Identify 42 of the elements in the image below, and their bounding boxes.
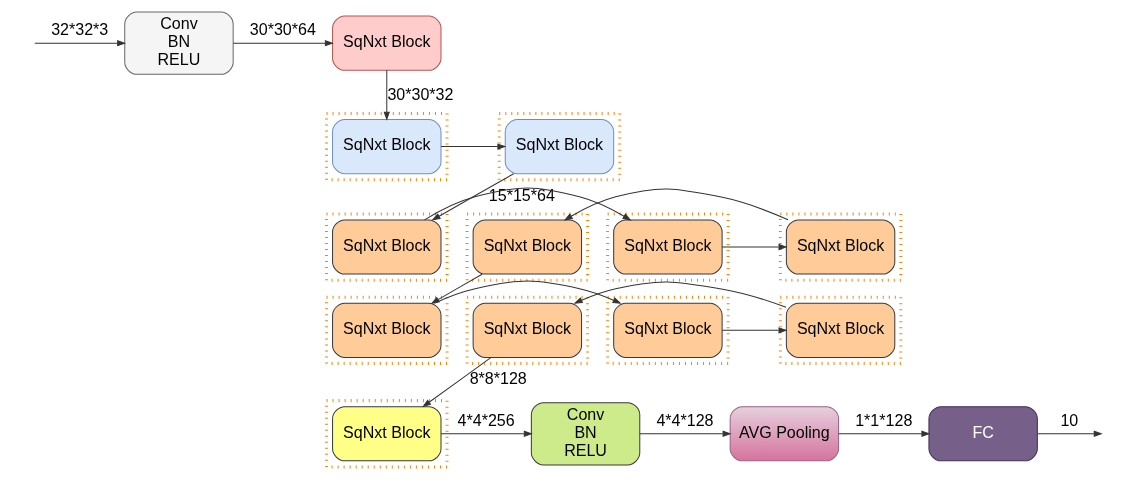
node-box: SqNxt Block xyxy=(331,15,441,71)
edge-label: 32*32*3 xyxy=(50,19,108,38)
arrow xyxy=(721,244,786,250)
arrow xyxy=(33,40,125,47)
arrow xyxy=(721,327,786,334)
arrow xyxy=(564,188,789,221)
arrow xyxy=(638,430,731,437)
arrow xyxy=(383,69,390,120)
node-box: FC xyxy=(927,406,1038,462)
arrow xyxy=(440,143,505,150)
edge-label: 4*4*128 xyxy=(655,410,714,429)
edge-label: 8*8*128 xyxy=(469,369,527,388)
edge-label: 10 xyxy=(1059,410,1078,429)
node-box: SqNxt Block xyxy=(331,119,441,175)
node-box: SqNxt Block xyxy=(785,302,895,358)
node-box: SqNxt Block xyxy=(331,406,441,462)
node-box: Conv BN RELU xyxy=(123,11,234,75)
node-box: SqNxt Block xyxy=(331,302,441,358)
arrow xyxy=(422,356,492,407)
node-box: SqNxt Block xyxy=(504,119,614,175)
edge-label: 4*4*256 xyxy=(457,410,515,429)
arrow xyxy=(431,173,514,221)
arrow xyxy=(232,40,333,47)
edge-label: 1*1*128 xyxy=(854,410,912,429)
edge-label: 30*30*32 xyxy=(386,85,453,104)
edge-label: 30*30*64 xyxy=(249,19,316,38)
node-box: SqNxt Block xyxy=(472,219,582,275)
arrow xyxy=(574,281,787,308)
node-box: AVG Pooling xyxy=(729,406,839,462)
arrow xyxy=(1036,430,1102,437)
arrow xyxy=(837,430,929,437)
node-box: SqNxt Block xyxy=(472,302,582,358)
arrow xyxy=(423,187,631,221)
edge-label: 15*15*64 xyxy=(488,185,555,204)
node-box: SqNxt Block xyxy=(612,219,723,275)
node-box: SqNxt Block xyxy=(785,219,895,275)
node-box: SqNxt Block xyxy=(612,302,723,358)
node-box: Conv BN RELU xyxy=(530,402,640,466)
arrow xyxy=(440,430,532,437)
node-box: SqNxt Block xyxy=(331,219,441,275)
arrow xyxy=(433,280,621,304)
arrow xyxy=(430,273,483,304)
